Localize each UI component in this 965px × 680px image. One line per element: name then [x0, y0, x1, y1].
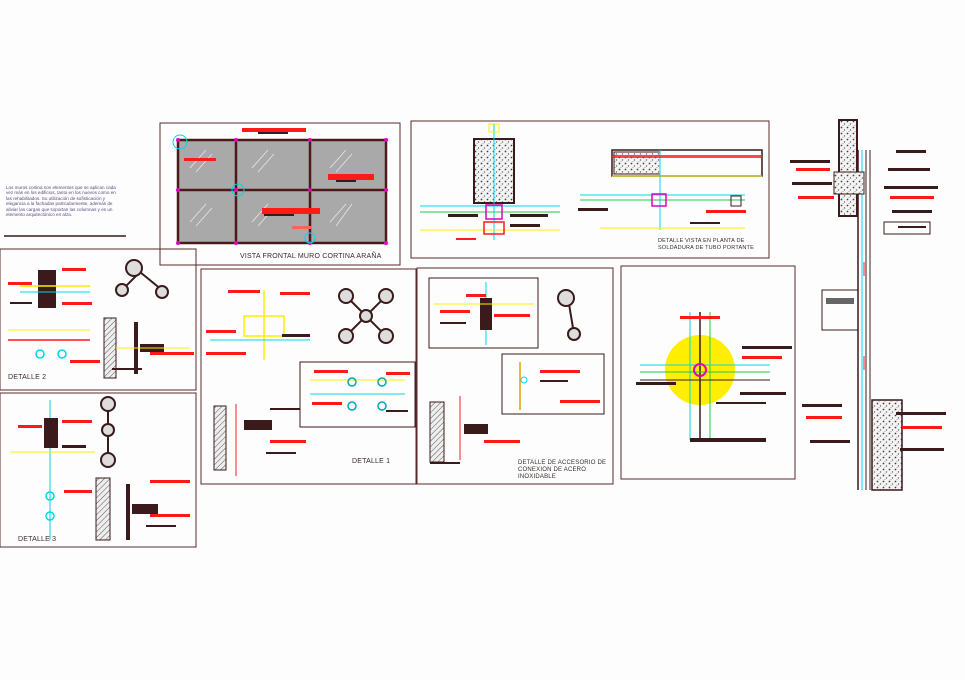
panel-detalle-3 [0, 392, 197, 548]
panel-soldadura-tubo [410, 120, 770, 259]
label-vista-frontal: VISTA FRONTAL MURO CORTINA ARAÑA [240, 253, 382, 260]
panel-circulo [620, 265, 796, 480]
panel-detalle-1 [200, 268, 417, 485]
panel-accesorio [416, 267, 614, 485]
label-detalle-vista-planta: DETALLE VISTA EN PLANTA DE SOLDADURA DE … [658, 238, 754, 251]
intro-paragraph: Los muros cortina son elementos que se a… [6, 185, 116, 218]
label-detalle-3: DETALLE 3 [18, 536, 57, 543]
section-vertical [790, 119, 946, 491]
label-detalle-accesorio: DETALLE DE ACCESORIO DE CONEXION DE ACER… [518, 460, 607, 480]
panel-vista-frontal [159, 122, 401, 266]
label-detalle-1: DETALLE 1 [352, 458, 391, 465]
panel-detalle-2 [0, 248, 197, 391]
label-detalle-2: DETALLE 2 [8, 374, 47, 381]
